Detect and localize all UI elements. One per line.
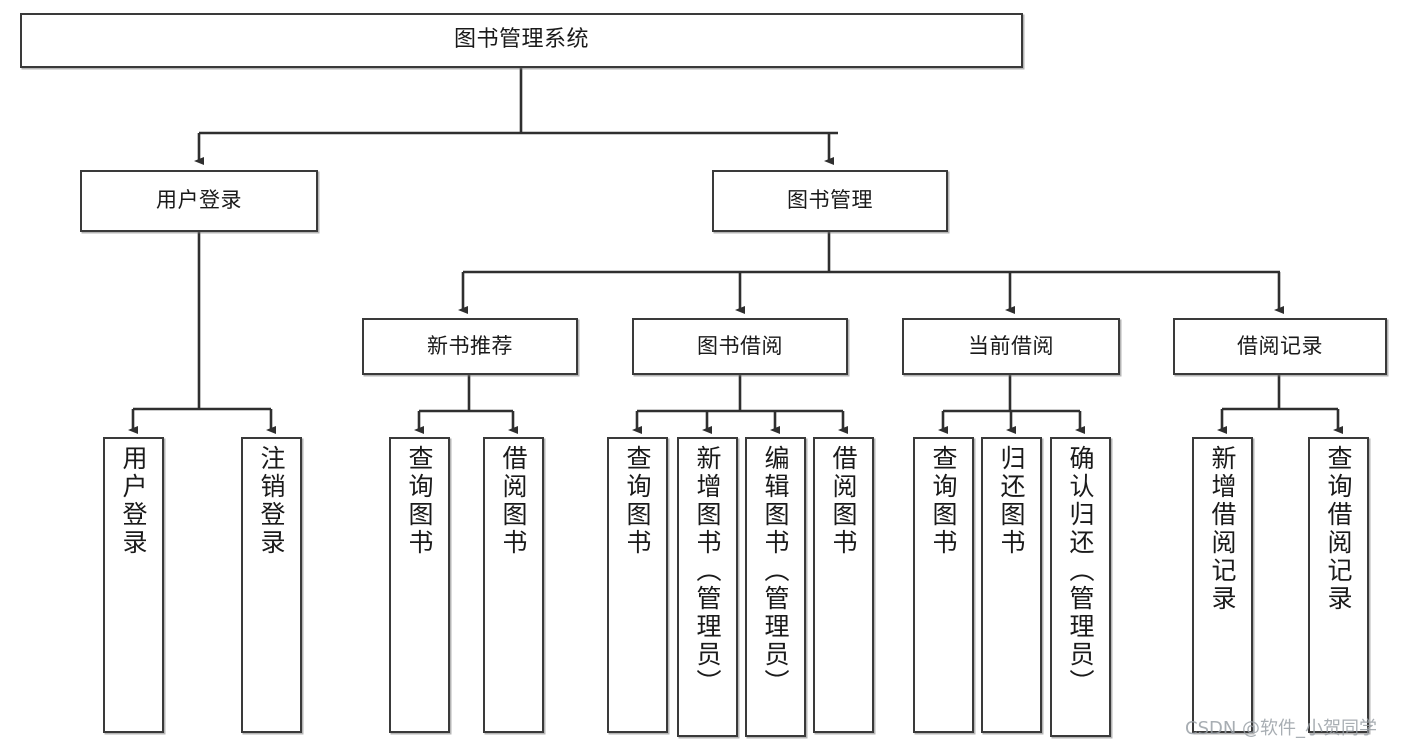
node-label: 图书借阅: [697, 333, 783, 358]
node-label: 用户登录: [156, 188, 242, 213]
node-book-management[interactable]: 图书管理: [712, 170, 948, 232]
leaf-recommend-borrow-book[interactable]: 借阅图书: [483, 437, 544, 733]
leaf-record-add-record[interactable]: 新增借阅记录: [1192, 437, 1253, 733]
node-label: 查询图书: [623, 445, 652, 557]
node-label: 用户登录: [119, 445, 148, 557]
leaf-user-login-signin[interactable]: 用户登录: [103, 437, 164, 733]
node-label: 借阅记录: [1237, 333, 1323, 358]
node-label: 图书管理: [787, 188, 873, 213]
node-label: 图书管理系统: [453, 27, 589, 53]
node-label: 查询图书: [929, 445, 958, 557]
node-label: 借阅图书: [829, 445, 858, 557]
node-label: 归还图书: [997, 445, 1026, 557]
node-label: 编辑图书（管理员）: [761, 445, 790, 697]
leaf-borrow-borrow-book[interactable]: 借阅图书: [813, 437, 874, 733]
node-label: 确认归还（管理员）: [1066, 445, 1095, 697]
node-user-login[interactable]: 用户登录: [80, 170, 318, 232]
leaf-record-query-record[interactable]: 查询借阅记录: [1308, 437, 1369, 733]
csdn-watermark: CSDN @软件_小贺同学: [1185, 718, 1378, 739]
node-root-system[interactable]: 图书管理系统: [20, 13, 1023, 68]
node-label: 新增借阅记录: [1208, 445, 1237, 613]
node-label: 查询图书: [405, 445, 434, 557]
leaf-borrow-edit-book-admin[interactable]: 编辑图书（管理员）: [745, 437, 806, 737]
leaf-user-login-signout[interactable]: 注销登录: [241, 437, 302, 733]
node-label: 新增图书（管理员）: [693, 445, 722, 697]
leaf-current-return-book[interactable]: 归还图书: [981, 437, 1042, 733]
node-current-borrow[interactable]: 当前借阅: [902, 318, 1120, 375]
node-borrow-record[interactable]: 借阅记录: [1173, 318, 1387, 375]
node-label: 查询借阅记录: [1324, 445, 1353, 613]
node-label: 当前借阅: [968, 333, 1054, 358]
leaf-borrow-add-book-admin[interactable]: 新增图书（管理员）: [677, 437, 738, 737]
leaf-borrow-query-book[interactable]: 查询图书: [607, 437, 668, 733]
leaf-current-query-book[interactable]: 查询图书: [913, 437, 974, 733]
node-label: 新书推荐: [427, 333, 513, 358]
node-label: 注销登录: [257, 445, 286, 557]
node-book-borrow[interactable]: 图书借阅: [632, 318, 848, 375]
node-new-book-recommend[interactable]: 新书推荐: [362, 318, 578, 375]
leaf-recommend-query-book[interactable]: 查询图书: [389, 437, 450, 733]
leaf-current-confirm-return-admin[interactable]: 确认归还（管理员）: [1050, 437, 1111, 737]
node-label: 借阅图书: [499, 445, 528, 557]
